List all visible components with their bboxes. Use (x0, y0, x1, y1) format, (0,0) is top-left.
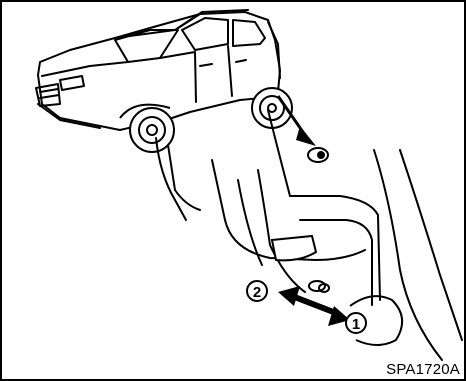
callout-2-label: 2 (253, 284, 261, 301)
lid-opener-lever-icon (272, 236, 316, 260)
fuel-filler-lid-icon (308, 148, 328, 162)
lock-icon (309, 281, 329, 292)
lid-release-arrow-icon (278, 286, 350, 326)
door-sill-panel (156, 110, 462, 360)
callout-2: 2 (247, 281, 267, 301)
callout-1: 1 (346, 313, 366, 333)
callout-1-label: 1 (352, 316, 360, 333)
figure-code: SPA1720A (386, 361, 460, 378)
